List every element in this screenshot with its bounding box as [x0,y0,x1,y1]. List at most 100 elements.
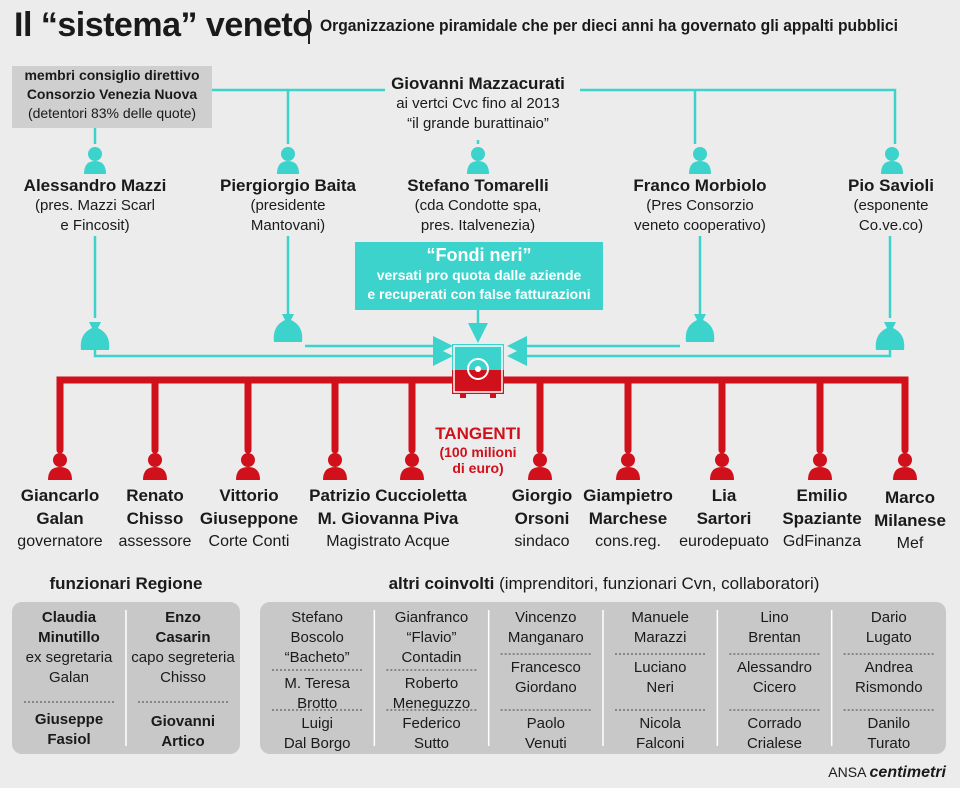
recipient-role: sindaco [514,533,570,550]
altri-person-line: Manganaro [507,629,584,646]
member-name: Franco Morbiolo [633,176,767,195]
member-desc1: (cda Condotte spa, [414,197,542,214]
tangenti-title: TANGENTI [435,424,521,443]
altri-person-line: Crialese [746,735,802,752]
regione-name1: Giovanni [150,713,216,730]
member-desc2: pres. Italvenezia) [420,217,536,234]
altri-person-line: Corrado [747,715,802,732]
altri-person-line: Francesco [510,659,581,676]
altri-person-line: Roberto [404,675,459,692]
recipient-name2: M. Giovanna Piva [317,509,459,528]
altri-person-line: Lino [760,609,789,626]
altri-person-line: Falconi [635,735,685,752]
member-desc1: (esponente [853,197,929,214]
council-line2: Consorzio Venezia Nuova [26,86,198,102]
recipient-name2: Galan [36,509,84,528]
recipient-name2: Sartori [696,509,752,528]
recipient-name2: Marchese [588,509,668,528]
regione-person: Enzo Casarin capo segreteria Chisso [126,608,240,688]
regione-title: funzionari Regione [49,574,203,593]
page-subtitle: Organizzazione piramidale che per dieci … [320,16,898,35]
money-bag-icons [80,314,905,350]
fondi-line1: versati pro quota dalle aziende [376,267,582,283]
altri-person-line: Cicero [752,679,797,696]
altri-person-line: Dario [870,609,907,626]
recipient-name1: Lia [711,486,737,505]
credit-ansa: ANSA [828,764,866,780]
recipient-card: Lia Sartori eurodepuato [670,484,778,553]
recipient-card: Vittorio Giuseppone Corte Conti [196,484,302,553]
recipient-name2: Giuseppone [199,509,299,528]
credit-brand: centimetri [869,764,946,781]
safe-icon [452,344,504,398]
member-desc1: (pres. Mazzi Scarl [34,197,156,214]
top-person-desc1: ai vertci Cvc fino al 2013 [396,95,560,112]
fondi-line2: e recuperati con false fatturazioni [367,286,591,302]
recipient-role: Corte Conti [208,533,290,550]
tangenti-line1: (100 milioni [439,444,517,460]
member-card: Alessandro Mazzi (pres. Mazzi Scarl e Fi… [10,176,180,236]
altri-person: Gianfranco“Flavio”Contadin [374,608,488,668]
regione-name1: Claudia [41,609,97,626]
recipient-role: eurodepuato [679,533,769,550]
regione-person: Giuseppe Fasiol [12,710,126,750]
member-desc2: e Fincosit) [60,217,130,234]
recipient-name1: Giampietro [583,486,673,505]
recipient-name2: Orsoni [514,509,570,528]
regione-desc2: Chisso [160,669,206,686]
recipient-card: Patrizio Cuccioletta M. Giovanna Piva Ma… [304,484,472,553]
member-desc2: Co.ve.co) [858,217,924,234]
altri-person-line: Venuti [524,735,567,752]
recipient-name1: Patrizio Cuccioletta [309,486,467,505]
regione-name2: Artico [161,733,205,750]
recipient-card: Giancarlo Galan governatore [2,484,118,553]
recipient-name1: Renato [126,486,184,505]
altri-person-line: Boscolo [290,629,344,646]
credit: ANSA centimetri [828,764,946,782]
recipient-name2: Chisso [126,509,184,528]
altri-person-line: Danilo [867,715,911,732]
fondi-neri-box: “Fondi neri” versati pro quota dalle azi… [355,242,603,310]
recipient-name2: Spaziante [782,509,862,528]
altri-person-line: Federico [402,715,461,732]
recipient-name1: Vittorio [219,486,279,505]
member-card: Franco Morbiolo (Pres Consorzio veneto c… [612,176,788,236]
altri-person-line: Rismondo [855,679,923,696]
altri-person-line: M. Teresa [284,675,350,692]
recipient-name1: Giorgio [511,486,573,505]
regione-name2: Minutillo [38,629,100,646]
recipient-role: Mef [896,535,924,552]
altri-person-line: Sutto [413,735,449,752]
altri-person-line: Brotto [297,695,338,712]
altri-title-bold: altri coinvolti [388,574,495,593]
recipient-name1: Giancarlo [20,486,100,505]
altri-person-line: Brentan [748,629,801,646]
altri-person-line: Meneguzzo [392,695,471,712]
altri-person-line: Turato [867,735,911,752]
member-card: Stefano Tomarelli (cda Condotte spa, pre… [393,176,563,236]
altri-person-line: Stefano [291,609,344,626]
altri-person-line: Neri [646,679,674,696]
altri-person-line: “Bacheto” [284,649,350,666]
altri-person-line: Paolo [526,715,565,732]
recipient-role: GdFinanza [782,533,862,550]
regione-person: Giovanni Artico [126,712,240,752]
recipient-card: Renato Chisso assessore [108,484,202,553]
member-person-icons [84,147,903,174]
member-name: Piergiorgio Baita [219,176,357,195]
top-person-name: Giovanni Mazzacurati [391,74,565,93]
top-person-desc2: “il grande burattinaio” [407,115,549,132]
regione-box: Claudia Minutillo ex segretaria Galan En… [12,602,240,754]
member-desc2: veneto cooperativo) [634,217,766,234]
altri-person-line: Contadin [401,649,462,666]
